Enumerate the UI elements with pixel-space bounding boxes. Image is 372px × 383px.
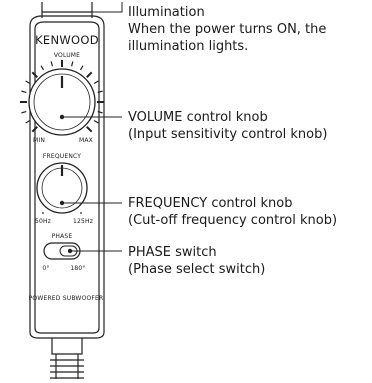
freq-min-dot bbox=[42, 212, 44, 214]
volume-scale-tick bbox=[79, 65, 84, 71]
callout-volume-title: VOLUME control knob bbox=[128, 110, 268, 125]
freq-max-dot bbox=[80, 212, 82, 214]
phase-0-label: 0° bbox=[42, 265, 49, 272]
volume-scale-tick bbox=[31, 126, 38, 133]
callout-phase-title: PHASE switch bbox=[128, 245, 217, 260]
cable bbox=[50, 338, 84, 379]
frequency-leader-dot bbox=[59, 200, 65, 206]
callout-frequency: FREQUENCY control knob (Cut-off frequenc… bbox=[128, 196, 337, 228]
volume-label: VOLUME bbox=[54, 52, 80, 59]
volume-scale-tick bbox=[97, 110, 103, 114]
volume-scale-tick bbox=[93, 119, 99, 124]
volume-scale bbox=[20, 60, 104, 133]
volume-scale-tick bbox=[40, 65, 45, 71]
frequency-label: FREQUENCY bbox=[43, 153, 81, 160]
callout-volume: VOLUME control knob (Input sensitivity c… bbox=[128, 110, 327, 142]
volume-scale-tick bbox=[70, 61, 74, 67]
volume-scale-tick bbox=[86, 126, 93, 133]
callout-illumination: Illumination When the power turns ON, th… bbox=[128, 5, 326, 54]
frequency-min-label: 50Hz bbox=[35, 218, 51, 225]
volume-knob[interactable] bbox=[28, 68, 96, 136]
callout-frequency-sub: (Cut-off frequency control knob) bbox=[128, 213, 337, 228]
volume-max-label: MAX bbox=[79, 137, 93, 144]
volume-scale-tick bbox=[21, 90, 27, 94]
volume-scale-tick bbox=[31, 71, 38, 78]
callout-phase-sub: (Phase select switch) bbox=[128, 262, 265, 277]
callout-phase: PHASE switch (Phase select switch) bbox=[128, 245, 265, 277]
frequency-max-label: 125Hz bbox=[73, 218, 93, 225]
callout-illumination-line2: When the power turns ON, the bbox=[128, 22, 326, 37]
volume-scale-tick bbox=[97, 90, 103, 94]
callout-volume-sub: (Input sensitivity control knob) bbox=[128, 127, 327, 142]
volume-scale-tick bbox=[25, 119, 31, 124]
brand-label: KENWOOD bbox=[35, 33, 99, 47]
callout-frequency-title: FREQUENCY control knob bbox=[128, 196, 293, 211]
illumination-leader bbox=[92, 2, 123, 13]
volume-scale-tick bbox=[50, 61, 54, 67]
volume-min-label: MIN bbox=[33, 137, 45, 144]
volume-scale-tick bbox=[86, 71, 93, 78]
illumination-strip bbox=[41, 2, 93, 18]
callout-illumination-title: Illumination bbox=[128, 5, 205, 20]
callout-illumination-line3: illumination lights. bbox=[128, 39, 248, 54]
volume-leader-dot bbox=[59, 114, 65, 120]
frequency-knob[interactable] bbox=[36, 162, 88, 214]
volume-scale-tick bbox=[21, 110, 27, 114]
phase-leader-dot bbox=[67, 248, 73, 254]
remote-body bbox=[29, 15, 105, 339]
volume-scale-tick bbox=[25, 80, 31, 85]
volume-scale-tick bbox=[93, 80, 99, 85]
phase-label: PHASE bbox=[52, 233, 73, 240]
footer-label: POWERED SUBWOOFER bbox=[29, 295, 104, 302]
phase-180-label: 180° bbox=[70, 265, 85, 272]
